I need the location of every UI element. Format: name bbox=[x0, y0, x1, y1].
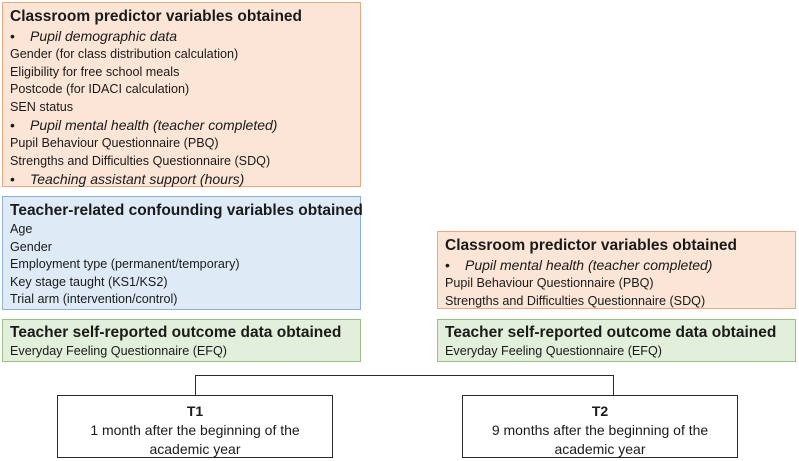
classroom-predictors-t1-title: Classroom predictor variables obtained bbox=[10, 8, 303, 25]
demo-item: SEN status bbox=[10, 99, 73, 114]
confounder-item: Key stage taught (KS1/KS2) bbox=[10, 274, 168, 289]
outcome-t1-title: Teacher self-reported outcome data obtai… bbox=[10, 324, 342, 341]
mh-item: Pupil Behaviour Questionnaire (PBQ) bbox=[10, 136, 219, 150]
outcome-t2-item: Everyday Feeling Questionnaire (EFQ) bbox=[445, 344, 662, 358]
bullet-marker: • bbox=[10, 28, 15, 44]
bullet-marker: • bbox=[10, 171, 15, 187]
timepoint-t1-label: T1 bbox=[186, 403, 204, 419]
confounder-item: Gender bbox=[10, 239, 53, 254]
classroom-predictors-t2-title: Classroom predictor variables obtained bbox=[445, 237, 738, 254]
classroom-predictors-t2-box: Classroom predictor variables obtained •… bbox=[437, 231, 796, 309]
timepoint-t2-box: T2 9 months after the beginning of the a… bbox=[462, 395, 738, 458]
timepoint-t2-desc-line1: 9 months after the beginning of the bbox=[491, 422, 709, 438]
outcome-t2-box: Teacher self-reported outcome data obtai… bbox=[437, 319, 796, 362]
demo-item: Eligibility for free school meals bbox=[10, 64, 180, 79]
bullet-teaching-assistant: •Teaching assistant support (hours) bbox=[10, 171, 245, 187]
timeline-connector-horizontal bbox=[195, 375, 614, 377]
timepoint-t1-box: T1 1 month after the beginning of the ac… bbox=[57, 395, 333, 458]
bullet-marker: • bbox=[445, 257, 450, 273]
timepoint-t2-desc-line2: academic year bbox=[554, 441, 646, 457]
timepoint-t2-label: T2 bbox=[591, 403, 609, 419]
outcome-t1-item: Everyday Feeling Questionnaire (EFQ) bbox=[10, 344, 227, 358]
teacher-confounding-box: Teacher-related confounding variables ob… bbox=[2, 196, 363, 310]
mh-item-t2: Pupil Behaviour Questionnaire (PBQ) bbox=[445, 276, 654, 290]
bullet-marker: • bbox=[10, 117, 15, 133]
classroom-predictors-t1-box: Classroom predictor variables obtained •… bbox=[2, 2, 361, 187]
mh-item-t2: Strengths and Difficulties Questionnaire… bbox=[445, 293, 706, 308]
bullet-pupil-mental-health: •Pupil mental health (teacher completed) bbox=[10, 117, 278, 133]
outcome-t1-box: Teacher self-reported outcome data obtai… bbox=[2, 319, 361, 362]
mh-item: Strengths and Difficulties Questionnaire… bbox=[10, 153, 271, 168]
timeline-connector-right-drop bbox=[613, 375, 615, 395]
confounder-item: Employment type (permanent/temporary) bbox=[10, 257, 240, 271]
timepoint-t1-desc-line2: academic year bbox=[149, 441, 241, 457]
confounder-item: Age bbox=[10, 222, 33, 236]
demo-item: Gender (for class distribution calculati… bbox=[10, 47, 239, 61]
timepoint-t1-desc-line1: 1 month after the beginning of the bbox=[90, 422, 300, 438]
confounder-item: Trial arm (intervention/control) bbox=[10, 292, 178, 306]
bullet-pupil-demographic: •Pupil demographic data bbox=[10, 28, 178, 44]
teacher-confounding-title: Teacher-related confounding variables ob… bbox=[10, 202, 363, 219]
outcome-t2-title: Teacher self-reported outcome data obtai… bbox=[445, 324, 777, 341]
bullet-pupil-mental-health-t2: •Pupil mental health (teacher completed) bbox=[445, 257, 713, 273]
timeline-connector-left-drop bbox=[195, 375, 197, 395]
demo-item: Postcode (for IDACI calculation) bbox=[10, 82, 190, 96]
